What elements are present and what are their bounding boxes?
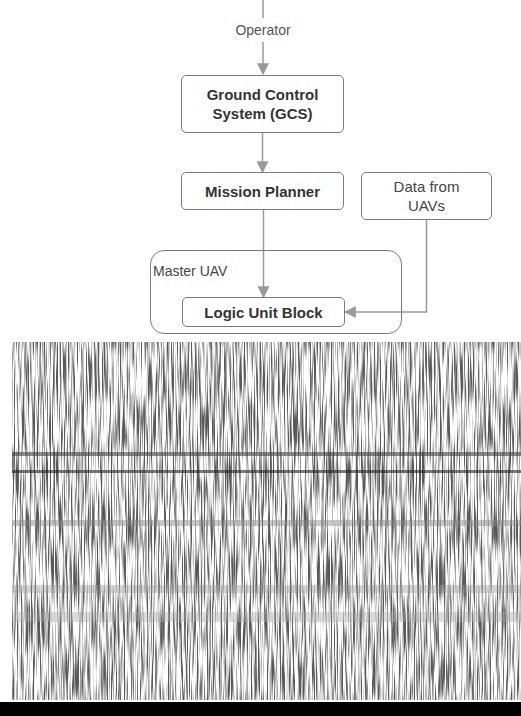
actor-label: Operator [233,22,292,38]
data-box: Data from UAVs [361,172,492,220]
box-label: Logic Unit Block [204,303,322,322]
process-box: Ground Control System (GCS) [181,75,344,133]
flow-arrow [263,210,265,297]
scan-noise [12,342,521,700]
black-bar [0,702,521,716]
operator-arrow [262,42,264,74]
group-title: Master UAV [153,263,227,279]
box-label: Data from UAVs [380,177,473,215]
operator-line [262,0,264,18]
box-label: Ground Control System (GCS) [200,85,325,123]
flow-arrow [345,220,427,312]
process-box: Logic Unit Block [182,297,345,327]
flow-arrow [262,133,264,172]
process-box: Mission Planner [181,172,344,210]
group-container: Master UAV Logic Unit Block [150,250,402,334]
box-label: Mission Planner [205,182,320,201]
